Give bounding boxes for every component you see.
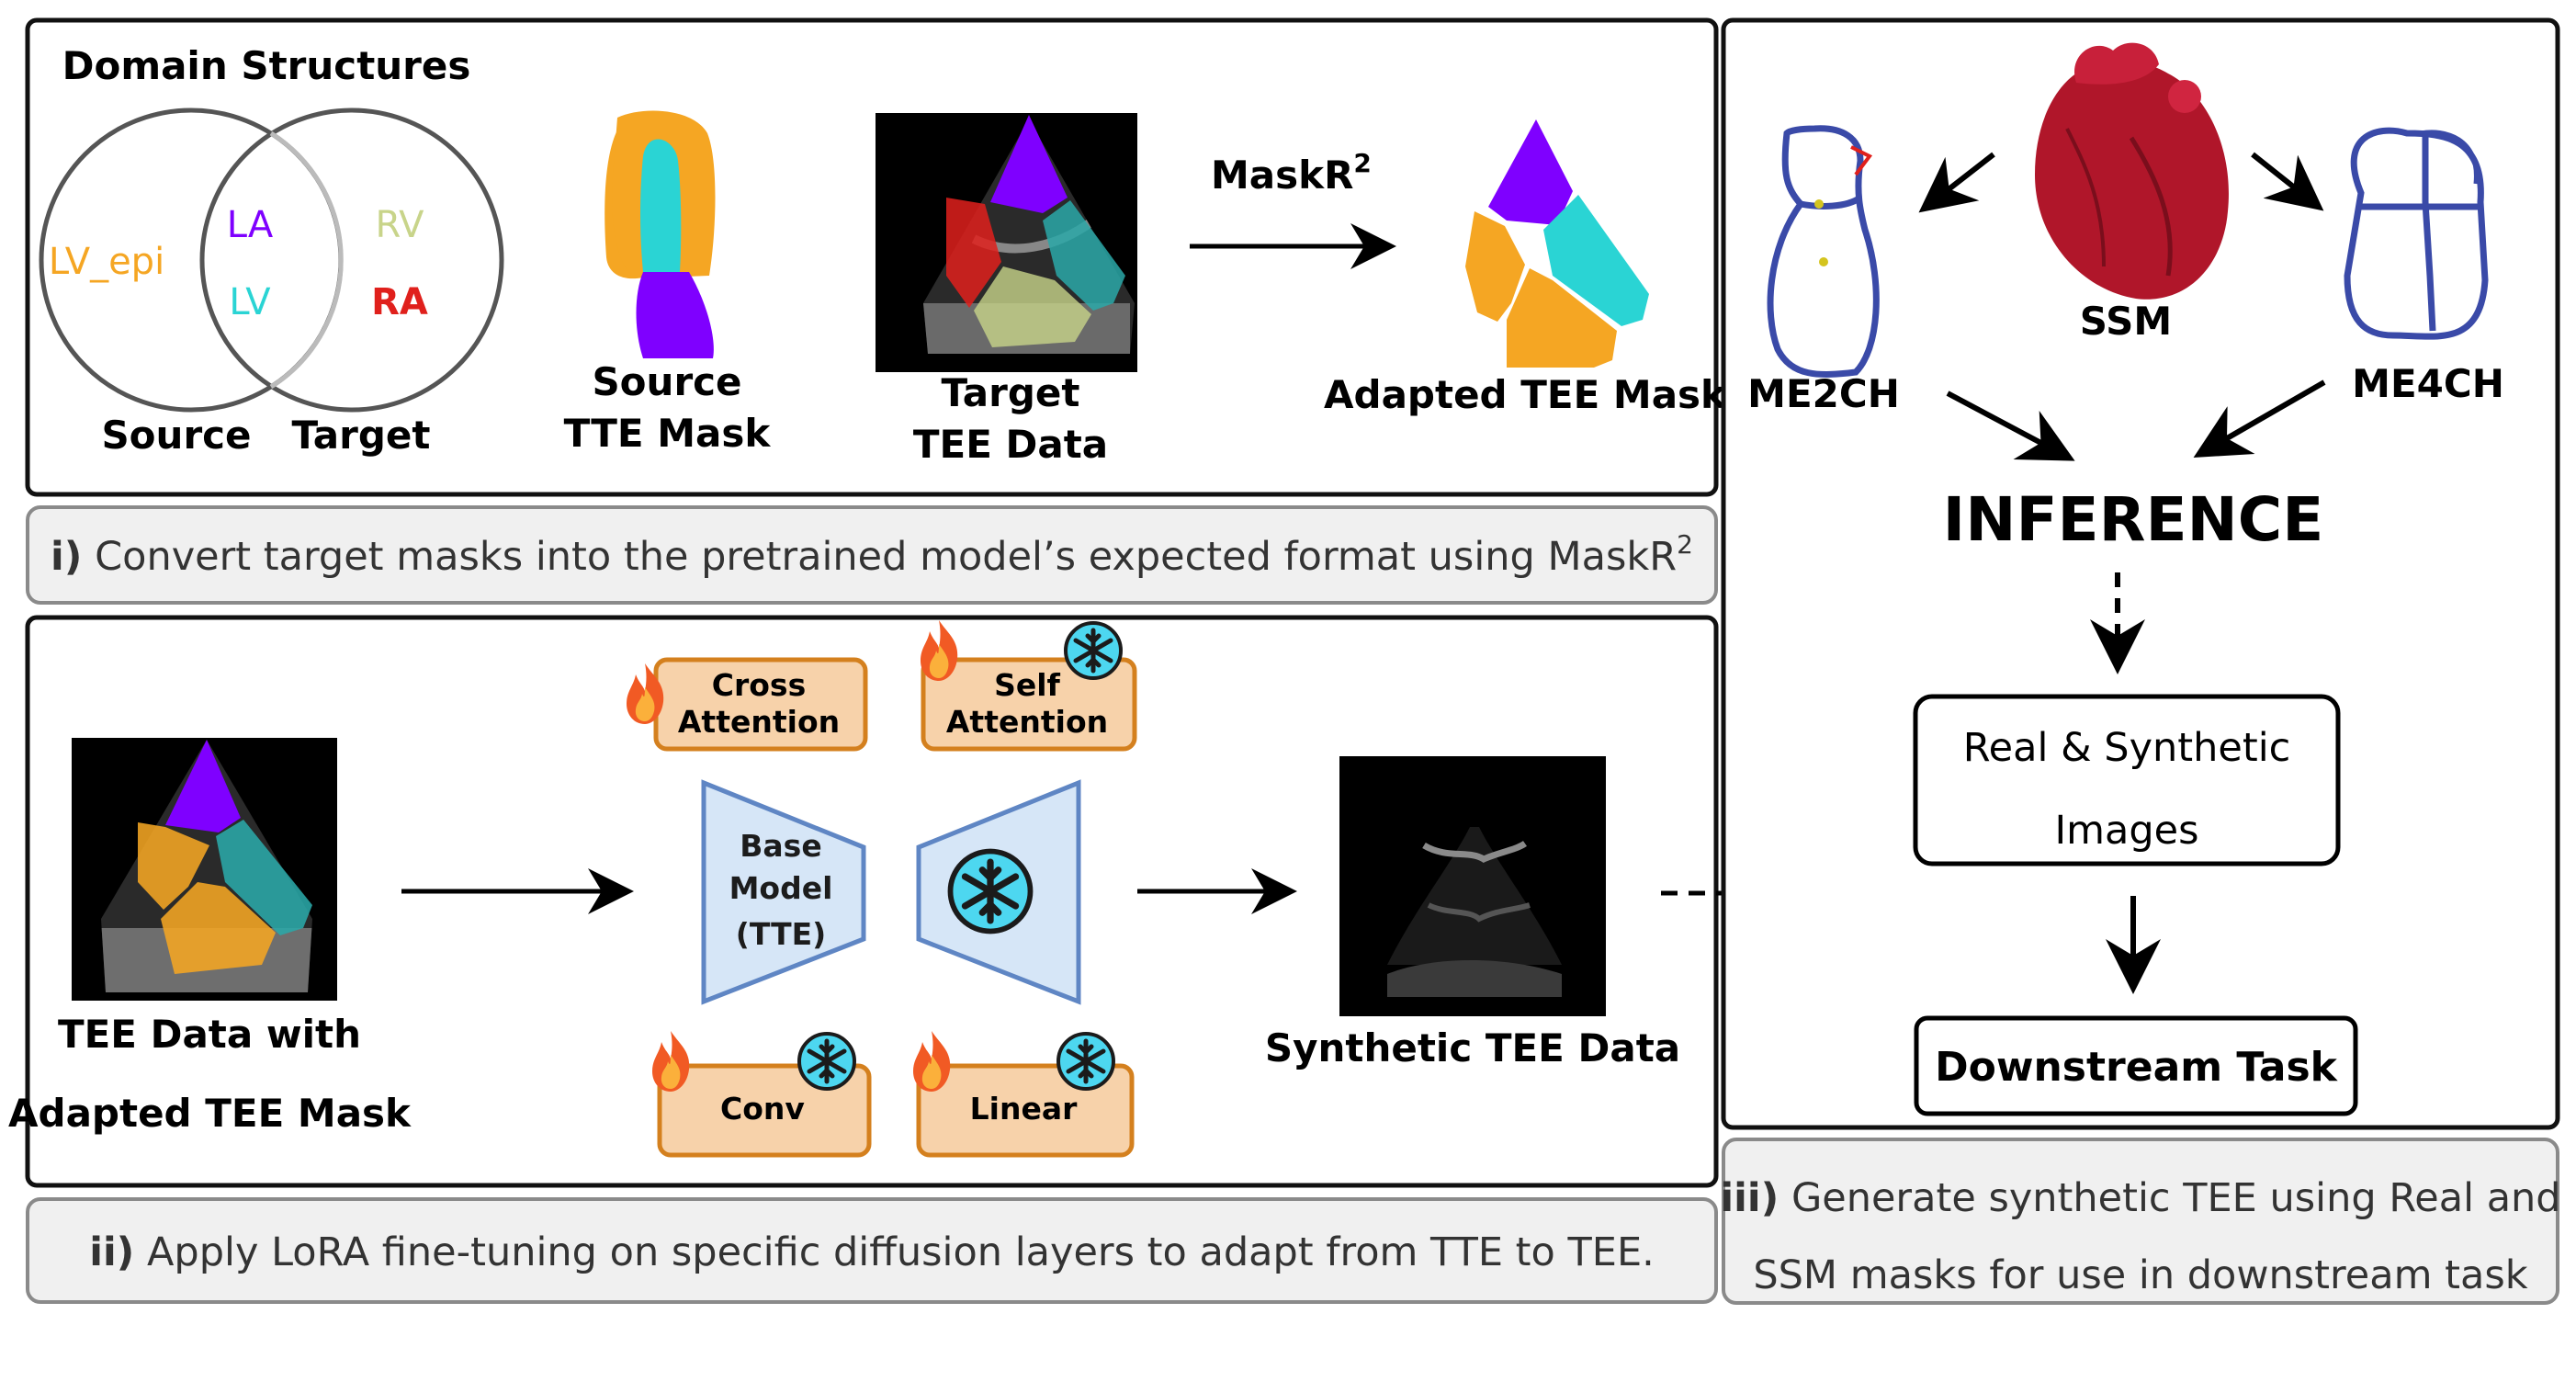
me4ch-label: ME4CH — [2352, 361, 2504, 406]
source-mask-label-1: Source — [592, 359, 741, 404]
venn-label-rv: RV — [376, 204, 425, 246]
cross-attention-label-2: Attention — [678, 704, 840, 740]
venn-source-label: Source — [101, 413, 251, 458]
source-mask-label-2: TTE Mask — [564, 411, 772, 456]
downstream-task-box — [1914, 1015, 2358, 1116]
me4ch-contour-image — [2344, 127, 2489, 340]
panel-lora-finetuning — [25, 615, 1719, 1188]
venn-overlap-highlight — [269, 130, 344, 390]
arrow-ssm-to-me2ch — [1918, 152, 1995, 213]
caption-3-line-1: iii) Generate synthetic TEE using Real a… — [1720, 1175, 2560, 1221]
me2ch-label: ME2CH — [1747, 371, 1900, 416]
self-attention-box — [921, 657, 1137, 752]
me2ch-contour-image — [1767, 125, 1880, 378]
caption-box-3 — [1722, 1138, 2559, 1305]
target-tee-data-image — [876, 113, 1137, 372]
ssm-label: SSM — [2080, 299, 2172, 344]
venn-target-label: Target — [292, 413, 431, 458]
caption-3-line-2: SSM masks for use in downstream task — [1753, 1252, 2527, 1298]
input-label-2: Adapted TEE Mask — [8, 1091, 412, 1136]
self-attention-label-1: Self — [994, 667, 1060, 703]
caption-box-1 — [26, 505, 1718, 605]
ssm-heart-image — [2035, 42, 2229, 300]
maskr2-label: MaskR2 — [1211, 148, 1372, 198]
conv-label: Conv — [720, 1091, 805, 1127]
linear-snowflake-icon — [1058, 1034, 1113, 1089]
decoder-snowflake-icon — [951, 852, 1031, 932]
target-data-label-1: Target — [942, 370, 1080, 415]
conv-snowflake-icon — [799, 1034, 854, 1089]
panel-domain-adaptation — [25, 17, 1719, 497]
images-box-label-2: Images — [2054, 808, 2198, 854]
input-label-1: TEE Data with — [58, 1012, 361, 1057]
base-model-label-1: Base — [740, 828, 821, 864]
synthetic-tee-image — [1339, 756, 1606, 1016]
inference-label: INFERENCE — [1943, 484, 2324, 555]
source-tte-mask-image — [604, 110, 716, 358]
venn-label-lv: LV — [229, 281, 271, 323]
tee-input-image — [72, 738, 337, 1001]
adapted-tee-mask-image — [1465, 119, 1649, 368]
venn-target-circle — [199, 108, 504, 413]
venn-label-ra: RA — [371, 281, 428, 323]
venn-title: Domain Structures — [62, 43, 471, 88]
caption-2: ii) Apply LoRA fine-tuning on specific d… — [89, 1229, 1655, 1275]
synthetic-tee-label: Synthetic TEE Data — [1265, 1025, 1680, 1070]
base-model-label-2: Model — [729, 870, 833, 906]
adapted-mask-label: Adapted TEE Mask — [1324, 372, 1727, 417]
caption-1: i) Convert target masks into the pretrai… — [51, 529, 1693, 580]
base-model-label-3: (TTE) — [736, 916, 826, 952]
base-model-encoder — [701, 779, 866, 1005]
self-attention-snowflake-icon — [1066, 623, 1121, 678]
cross-attention-label-1: Cross — [712, 667, 806, 703]
arrow-me4ch-to-inference — [2193, 379, 2326, 458]
target-data-label-2: TEE Data — [913, 422, 1108, 467]
downstream-task-label: Downstream Task — [1935, 1044, 2339, 1091]
linear-label: Linear — [970, 1091, 1078, 1127]
venn-label-lv-epi: LV_epi — [49, 241, 164, 283]
images-box-label-1: Real & Synthetic — [1963, 725, 2291, 771]
self-attention-label-2: Attention — [946, 704, 1108, 740]
arrow-me2ch-to-inference — [1946, 391, 2075, 461]
real-synthetic-images-box — [1913, 694, 2341, 866]
caption-box-2 — [26, 1197, 1718, 1304]
venn-label-la: LA — [227, 204, 274, 246]
arrow-ssm-to-me4ch — [2251, 152, 2324, 211]
